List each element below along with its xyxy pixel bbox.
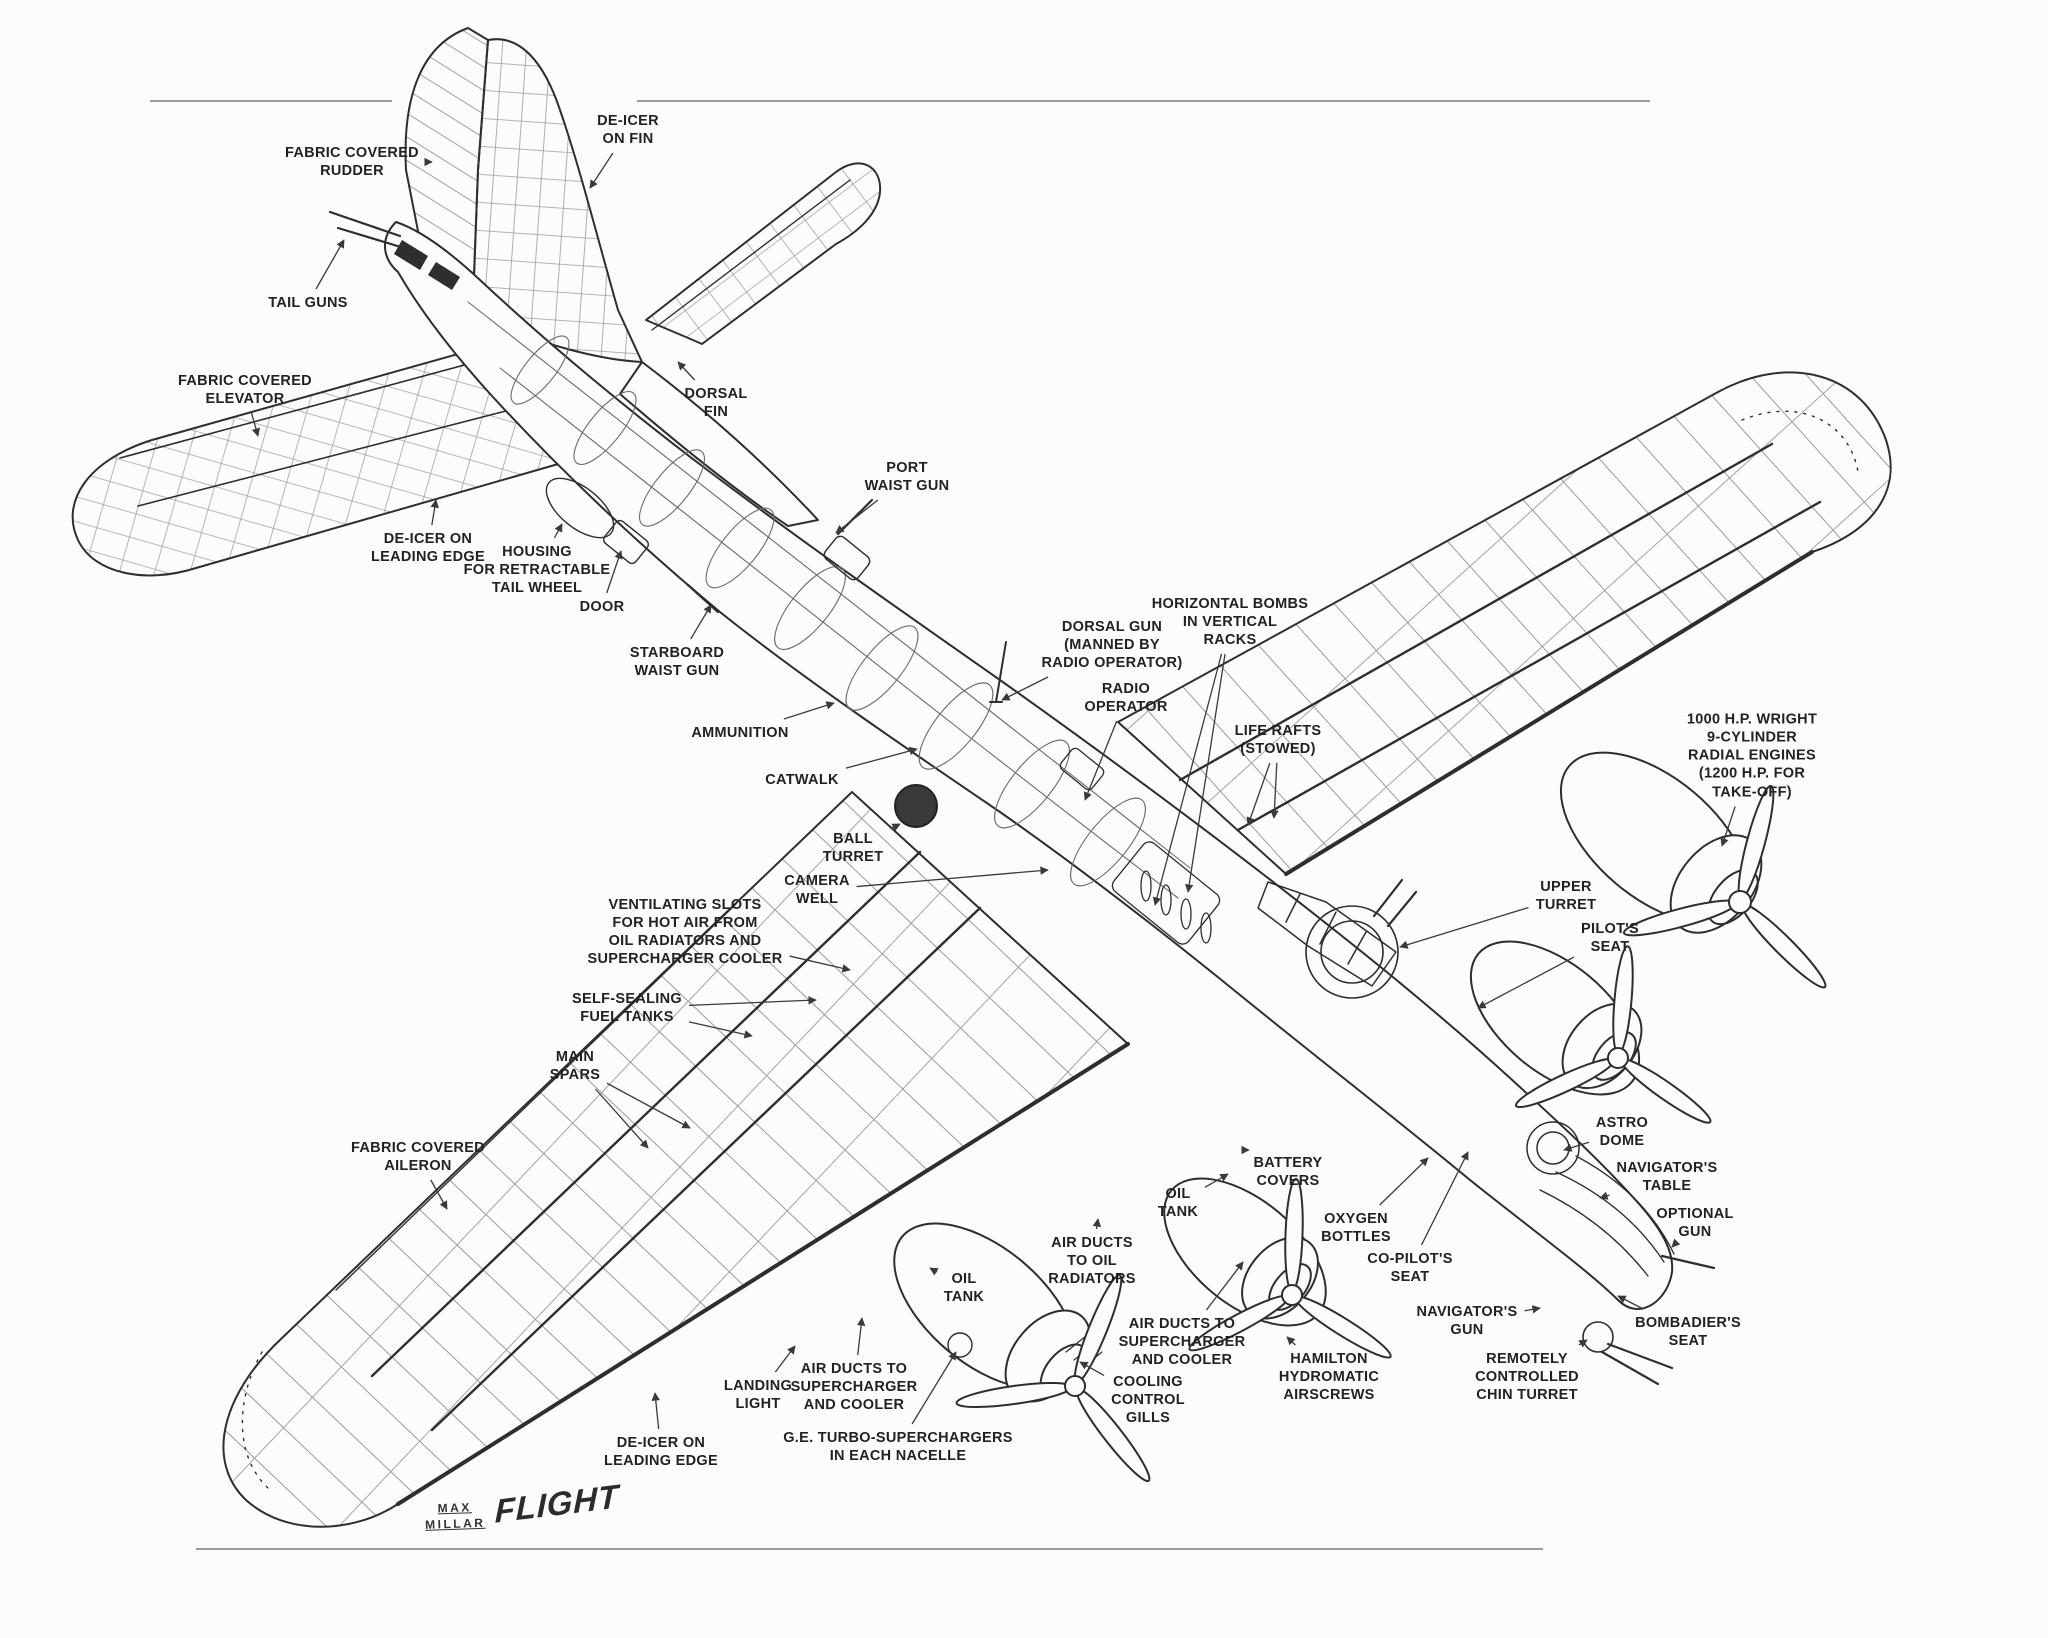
ball-turret-sphere — [894, 784, 938, 828]
leader-astro-dome — [1563, 1141, 1590, 1152]
top-rule-right — [637, 100, 1650, 102]
leader-optional-gun — [1671, 1238, 1681, 1248]
leader-air-ducts-to-supercharger-inboard — [1205, 1261, 1244, 1311]
leader-life-rafts — [1270, 762, 1279, 819]
port-wing — [1117, 371, 1892, 876]
leader-fabric-covered-aileron — [430, 1179, 448, 1210]
leader-co-pilots-seat — [1420, 1151, 1469, 1246]
leader-pilots-seat — [1477, 956, 1575, 1009]
leader-oil-tank-inboard — [1204, 1173, 1229, 1188]
leader-de-icer-on-fin — [589, 152, 614, 189]
leader-hamilton-hydromatic-airscrews — [1286, 1336, 1296, 1346]
leader-housing-for-retractable-tail-wheel — [553, 523, 563, 539]
leader-ball-turret — [890, 823, 901, 832]
leader-horizontal-bombs — [1184, 653, 1226, 893]
waist-window — [823, 535, 871, 581]
tail-gunner-windows — [394, 240, 460, 290]
radio-room-hatch — [1059, 747, 1105, 791]
leader-tail-guns — [315, 239, 345, 290]
turbo-supercharger — [947, 1332, 973, 1358]
tail-guns-barrels — [328, 210, 406, 250]
chin-turret — [1582, 1321, 1674, 1386]
leader-de-icer-on-leading-edge-wing — [651, 1392, 660, 1430]
engines — [893, 751, 1827, 1483]
leader-dorsal-fin — [677, 361, 696, 381]
leader-air-ducts-to-supercharger-outboard — [856, 1317, 866, 1356]
leader-main-spars — [594, 1088, 649, 1149]
leader-fabric-covered-elevator — [250, 412, 260, 437]
tail-wheel-housing — [545, 477, 615, 539]
optional-gun-barrel — [1660, 1254, 1716, 1270]
starboard-outer-engine — [893, 1222, 1151, 1483]
leader-horizontal-bombs — [1152, 653, 1223, 906]
leader-air-ducts-to-oil-radiators — [1092, 1218, 1102, 1230]
leader-bombadiers-seat — [1617, 1295, 1644, 1310]
leader-port-waist-gun — [835, 499, 879, 534]
leader-oxygen-bottles — [1379, 1157, 1429, 1206]
starboard-inner-engine — [1163, 1177, 1392, 1359]
leader-self-sealing-fuel-tanks — [688, 996, 817, 1007]
leader-oil-tank-outboard — [929, 1267, 939, 1276]
leader-radial-engines — [1720, 806, 1736, 847]
leader-landing-light — [774, 1345, 796, 1373]
leader-self-sealing-fuel-tanks — [688, 1021, 753, 1039]
leader-remotely-controlled-chin-turret — [1578, 1339, 1588, 1348]
port-inner-engine — [1469, 940, 1712, 1124]
bomb-bay — [1111, 841, 1221, 945]
nose-glazing — [1539, 1155, 1675, 1277]
leader-ventilating-slots — [789, 955, 851, 973]
bottom-rule — [196, 1548, 1543, 1550]
dorsal-gun-barrel — [989, 641, 1007, 703]
port-outer-engine — [1559, 751, 1827, 989]
artist-signature: MAX MILLAR — [424, 1500, 486, 1533]
leader-catwalk — [845, 746, 918, 769]
leader-navigators-gun — [1524, 1305, 1541, 1314]
leader-navigators-table — [1599, 1191, 1610, 1200]
starboard-wing — [222, 791, 1130, 1528]
dorsal-fin-fairing — [619, 361, 819, 527]
leader-starboard-waist-gun — [690, 604, 712, 640]
upper-turret-dome — [1305, 878, 1418, 999]
leader-ge-turbo-superchargers — [911, 1351, 957, 1425]
leader-radio-operator — [1083, 720, 1118, 801]
leader-cooling-control-gills — [1079, 1361, 1105, 1376]
leader-ammunition — [783, 701, 835, 720]
leader-dorsal-gun — [1001, 676, 1049, 701]
leader-de-icer-on-leading-edge-tail — [430, 499, 439, 526]
cockpit-canopy — [1257, 881, 1397, 987]
leader-main-spars — [606, 1082, 691, 1129]
leader-life-rafts — [1246, 762, 1271, 826]
fuselage-stringers — [467, 301, 1191, 899]
leader-camera-well — [856, 866, 1049, 888]
port-stabilizer — [645, 162, 882, 345]
top-rule-left — [150, 100, 392, 102]
leader-upper-turret — [1399, 906, 1529, 949]
leader-door — [606, 550, 623, 594]
